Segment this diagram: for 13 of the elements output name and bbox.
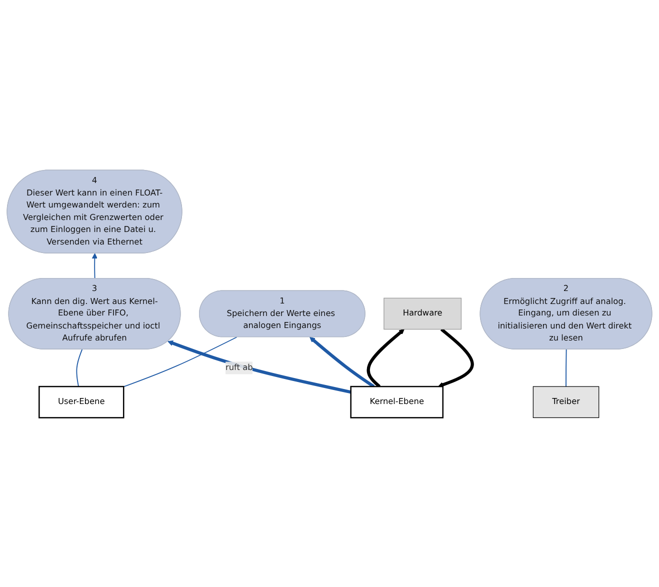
node-box	[532, 386, 600, 418]
arrow	[310, 336, 375, 388]
connector	[566, 348, 567, 387]
arrow	[92, 252, 98, 279]
node-box	[38, 386, 124, 418]
connector	[76, 348, 83, 387]
arrow	[366, 328, 404, 388]
node-box	[350, 386, 444, 418]
node-box	[384, 297, 462, 330]
connector	[123, 336, 238, 387]
layer-diagram: ruft ab 4 Dieser Wert kann in einen FLOAT-Wert umgewandelt werden: zum Vergleichen mit Grenzwerten oder zum Einloggen in eine Datei u. Versenden via Ethernet 3 Kann den dig. Wert aus Kernel-Ebene über FIFO, Gemeinschaftsspeicher und ioctl Aufrufe abrufen 1 Speichern der Werte eines analogen Eingangs User-Ebene Kernel-Ebene Treiber 2 Ermöglicht Zugriff auf analog. Eingang, um diesen zu initialisieren und den Wert direkt zu lesen Hardware	[2, 164, 657, 422]
arrow	[168, 340, 352, 394]
arrow	[438, 328, 474, 387]
